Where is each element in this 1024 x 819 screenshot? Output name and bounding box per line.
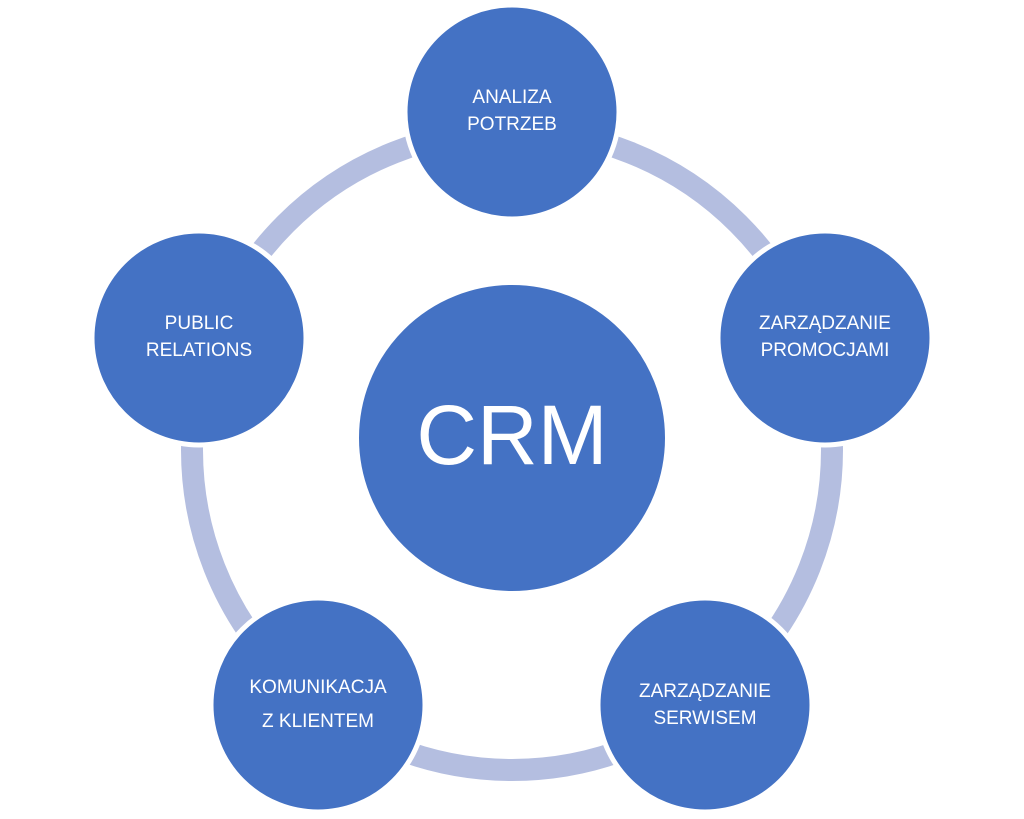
center-node: CRM bbox=[355, 281, 669, 595]
node-circle bbox=[715, 228, 935, 448]
node-label-line-1: ZARZĄDZANIE bbox=[759, 313, 891, 334]
node-analiza-potrzeb: ANALIZA POTRZEB bbox=[402, 2, 622, 222]
node-zarzadzanie-promocjami: ZARZĄDZANIE PROMOCJAMI bbox=[715, 228, 935, 448]
node-label-line-1: KOMUNIKACJA bbox=[249, 677, 387, 698]
center-label: CRM bbox=[416, 388, 607, 482]
node-label-line-1: PUBLIC bbox=[165, 313, 234, 334]
node-label-line-2: POTRZEB bbox=[467, 114, 557, 135]
node-circle bbox=[402, 2, 622, 222]
node-zarzadzanie-serwisem: ZARZĄDZANIE SERWISEM bbox=[595, 595, 815, 815]
node-circle bbox=[89, 228, 309, 448]
node-label-line-1: ZARZĄDZANIE bbox=[639, 681, 771, 702]
node-label-line-2: RELATIONS bbox=[146, 340, 252, 361]
node-label-line-1: ANALIZA bbox=[472, 87, 552, 108]
node-public-relations: PUBLIC RELATIONS bbox=[89, 228, 309, 448]
node-label-line-2: PROMOCJAMI bbox=[761, 340, 890, 361]
node-circle bbox=[208, 595, 428, 815]
node-label-line-2: Z KLIENTEM bbox=[262, 711, 374, 732]
node-komunikacja-z-klientem: KOMUNIKACJA Z KLIENTEM bbox=[208, 595, 428, 815]
node-label-line-2: SERWISEM bbox=[653, 708, 756, 729]
node-circle bbox=[595, 595, 815, 815]
center-circle bbox=[355, 281, 669, 595]
